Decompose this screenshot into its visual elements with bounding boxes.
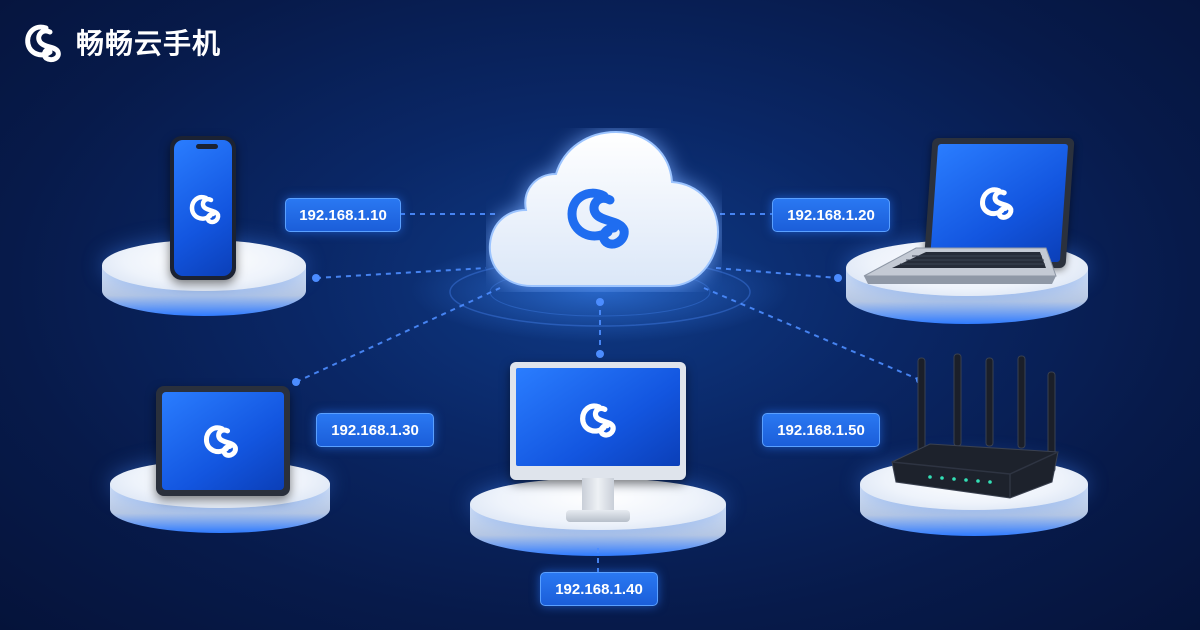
ip-label-tablet: 192.168.1.30 [316, 413, 434, 447]
monitor-stand [582, 478, 614, 514]
monitor-base [566, 510, 630, 522]
screen-logo-icon [203, 425, 238, 458]
ip-label-phone: 192.168.1.10 [285, 198, 401, 232]
link-phone-lower [315, 267, 487, 279]
link-tablet [295, 287, 501, 383]
brand-header: 畅畅云手机 [22, 20, 221, 64]
screen-logo-icon [580, 403, 616, 438]
tablet-icon [156, 386, 290, 496]
link-laptop-lower [715, 267, 839, 279]
screen-logo-icon [189, 195, 221, 225]
wifi-router-icon [891, 353, 1059, 499]
desktop-monitor-icon [510, 362, 686, 480]
ip-label-router: 192.168.1.50 [762, 413, 880, 447]
laptop-keyboard [863, 247, 1057, 284]
cloud-logo-icon [567, 188, 629, 249]
brand-name: 畅畅云手机 [76, 27, 222, 60]
cc-loop-logo-icon [25, 24, 61, 63]
cloud-icon [488, 130, 720, 287]
smartphone-icon [170, 136, 236, 280]
screen-logo-icon [980, 187, 1014, 220]
ip-label-laptop: 192.168.1.20 [772, 198, 890, 232]
laptop-icon [923, 138, 1075, 268]
ip-label-desktop: 192.168.1.40 [540, 572, 658, 606]
